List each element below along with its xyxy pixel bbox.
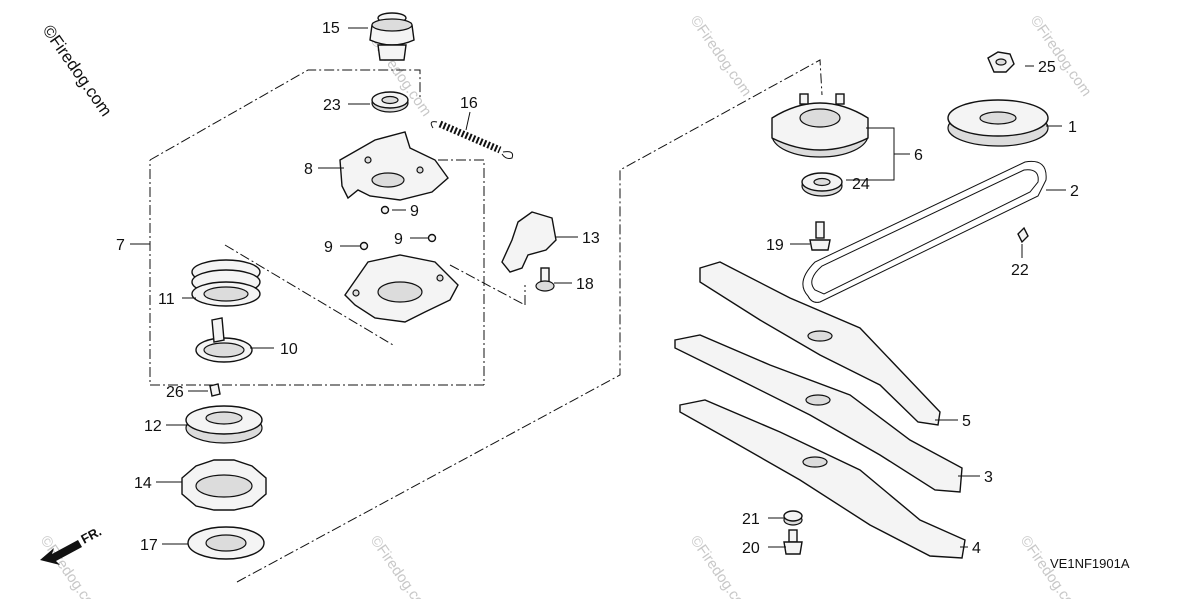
part-5-blade xyxy=(699,261,941,426)
callout-2: 2 xyxy=(1070,183,1079,200)
part-15-bushing xyxy=(369,12,415,61)
callout-11: 11 xyxy=(158,291,175,308)
callout-19: 19 xyxy=(766,237,784,254)
callout-4: 4 xyxy=(972,540,981,557)
callout-18: 18 xyxy=(576,276,594,293)
part-19-bolt xyxy=(809,221,831,251)
part-8-brake-plate xyxy=(339,131,449,201)
part-18-bolt xyxy=(535,267,555,292)
part-25-nut xyxy=(987,51,1015,73)
part-16-spring xyxy=(430,120,514,159)
part-23-bearing xyxy=(371,91,409,113)
callout-20: 20 xyxy=(742,540,760,557)
callout-24: 24 xyxy=(852,176,870,193)
part-13-bracket xyxy=(501,211,557,273)
callout-13: 13 xyxy=(582,230,600,247)
part-9-ring-c xyxy=(427,233,437,243)
callout-6: 6 xyxy=(914,147,923,164)
leader-lines xyxy=(130,27,1066,548)
callout-14: 14 xyxy=(134,475,152,492)
callout-15: 15 xyxy=(322,20,340,37)
callout-21: 21 xyxy=(742,511,760,528)
callout-9-c: 9 xyxy=(394,231,403,248)
watermark-faint-3: ©Firedog.com xyxy=(1027,13,1095,100)
part-9-ring-a xyxy=(380,205,390,215)
front-indicator-label: FR. xyxy=(78,524,104,547)
group-outline-7-inner xyxy=(224,244,526,346)
part-2-belt xyxy=(802,160,1047,303)
part-20-bolt xyxy=(783,529,803,555)
group-outline-6 xyxy=(236,59,823,583)
group-outline-7 xyxy=(149,69,485,386)
callout-9-b: 9 xyxy=(324,239,333,256)
callout-7: 7 xyxy=(116,237,125,254)
callout-26: 26 xyxy=(166,384,184,401)
callout-8: 8 xyxy=(304,161,313,178)
part-14-gear-washer xyxy=(181,459,267,511)
part-3-blade xyxy=(674,334,963,493)
part-9-ring-b xyxy=(359,241,369,251)
watermark-faint-4: ©Firedog.com xyxy=(37,533,105,599)
callout-10: 10 xyxy=(280,341,298,358)
watermark-group: ©Firedog.com ©Firedog.com ©Firedog.com ©… xyxy=(37,13,1095,599)
callout-22: 22 xyxy=(1011,262,1029,279)
callout-23: 23 xyxy=(323,97,341,114)
part-11-coil xyxy=(191,259,261,307)
callout-16: 16 xyxy=(460,95,478,112)
part-1-pulley xyxy=(947,99,1049,147)
part-6-blade-holder xyxy=(771,93,869,158)
part-lower-brake-plate xyxy=(344,254,459,323)
callout-3: 3 xyxy=(984,469,993,486)
callout-9-a: 9 xyxy=(410,203,419,220)
watermark-faint-2: ©Firedog.com xyxy=(687,13,755,100)
part-21-nut xyxy=(783,510,803,526)
part-10-clip xyxy=(195,317,253,363)
part-12-hub xyxy=(185,405,263,444)
part-4-blade xyxy=(679,399,966,559)
callout-1: 1 xyxy=(1068,119,1077,136)
part-22-clip xyxy=(1017,226,1029,244)
callout-5: 5 xyxy=(962,413,971,430)
watermark-main: ©Firedog.com xyxy=(39,21,116,120)
part-17-star-washer xyxy=(187,526,265,560)
callout-25: 25 xyxy=(1038,59,1056,76)
callout-12: 12 xyxy=(144,418,162,435)
callout-numbers: 15 23 16 8 9 9 9 7 13 18 11 10 26 12 14 … xyxy=(116,20,1079,557)
part-26-key xyxy=(209,383,221,397)
watermark-faint-5: ©Firedog.com xyxy=(367,533,435,599)
callout-17: 17 xyxy=(140,537,158,554)
diagram-code: VE1NF1901A xyxy=(1050,556,1130,571)
part-24-bearing xyxy=(801,172,843,197)
